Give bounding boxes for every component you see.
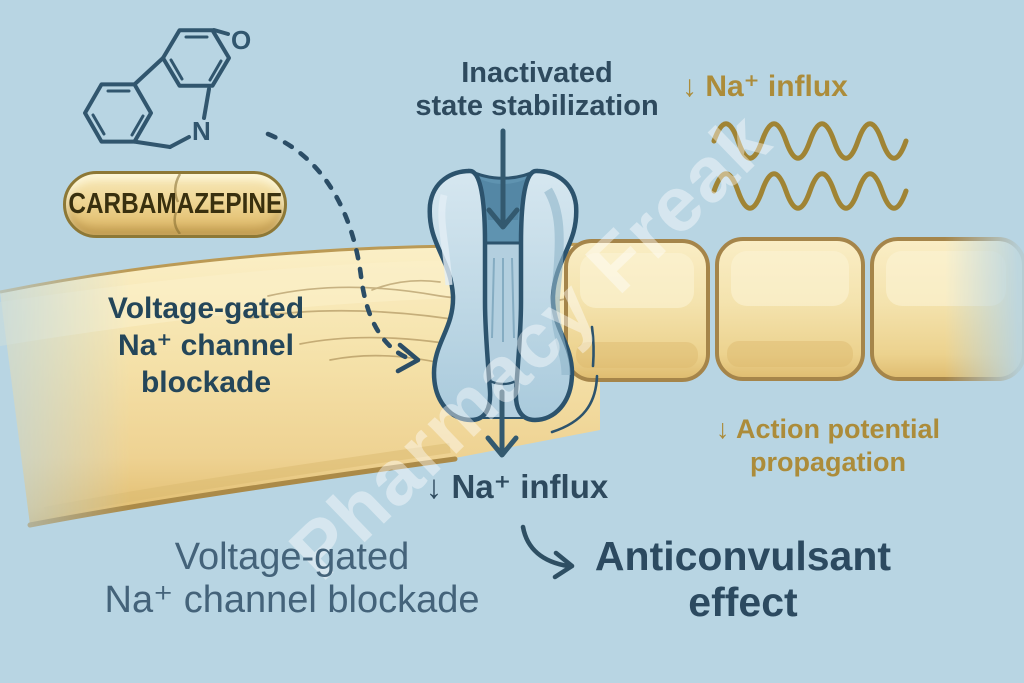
- carbamazepine-capsule: CARBAMAZEPINE: [63, 171, 287, 238]
- reduced-influx-arrow: [485, 389, 519, 458]
- outcome-line2: effect: [688, 579, 798, 625]
- capsule-seam: [173, 174, 182, 234]
- node-of-ranvier-lines: [550, 325, 599, 434]
- axon-mechanism-label: Voltage-gated Na⁺ channel blockade: [108, 290, 304, 401]
- mechanism-summary-line2: Na⁺ channel blockade: [104, 579, 480, 621]
- sodium-wave-lines: [711, 121, 909, 211]
- capsule-label: CARBAMAZEPINE: [68, 188, 282, 220]
- na-influx-top-label: ↓ Na⁺ influx: [682, 70, 848, 103]
- mechanism-summary-label: Voltage-gated Na⁺ channel blockade: [105, 536, 480, 622]
- drug-binding-dashed-arrow: [265, 131, 421, 374]
- axon-mechanism-line2: Na⁺ channel: [118, 329, 294, 362]
- axon-myelin-segment-1: [564, 239, 710, 382]
- molecule-oxygen-label: O: [231, 25, 251, 55]
- axon-myelin-segment-3: [870, 237, 1024, 381]
- mechanism-summary-line1: Voltage-gated: [174, 536, 410, 578]
- inactivated-line1: Inactivated: [461, 57, 613, 89]
- axon-myelin-segment-2: [715, 237, 865, 381]
- axon-mechanism-line1: Voltage-gated: [107, 292, 305, 325]
- inactivation-arrow: [486, 128, 520, 230]
- na-influx-bottom-label: ↓ Na⁺ influx: [425, 468, 609, 505]
- molecule-nitrogen-label: N: [192, 116, 211, 146]
- outcome-line1: Anticonvulsant: [594, 533, 892, 579]
- outcome-label: Anticonvulsant effect: [595, 533, 891, 625]
- inactivated-line2: state stabilization: [415, 90, 659, 122]
- action-potential-line2: propagation: [750, 447, 906, 477]
- action-potential-label: ↓ Action potential propagation: [716, 413, 940, 479]
- action-potential-line1: ↓ Action potential: [716, 414, 940, 444]
- axon-mechanism-line3: blockade: [140, 366, 272, 399]
- carbamazepine-molecule: N O: [83, 25, 251, 149]
- inactivated-state-label: Inactivated state stabilization: [415, 57, 658, 123]
- effect-curved-arrow: [520, 524, 575, 580]
